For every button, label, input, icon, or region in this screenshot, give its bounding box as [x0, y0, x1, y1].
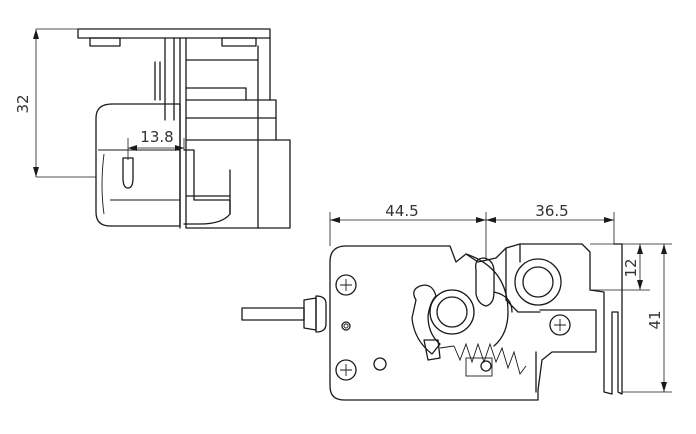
dimension-label-front-small-height: 12 [622, 258, 640, 277]
dimension-label-front-right-width: 36.5 [535, 202, 568, 220]
dimension-label-side-height: 32 [14, 94, 32, 113]
dimension-12: 12 [590, 243, 672, 291]
dimension-label-front-total-height: 41 [646, 310, 664, 329]
dimension-32: 32 [14, 28, 96, 178]
dimension-label-side-offset: 13.8 [140, 128, 173, 146]
dimension-36-5: 36.5 [486, 202, 615, 244]
dimension-44-5: 44.5 [329, 202, 487, 258]
dimension-13-8: 13.8 [127, 128, 185, 160]
dimension-label-front-left-width: 44.5 [385, 202, 418, 220]
side-view [77, 28, 291, 229]
dimension-41: 41 [622, 244, 672, 393]
front-view [241, 243, 623, 401]
